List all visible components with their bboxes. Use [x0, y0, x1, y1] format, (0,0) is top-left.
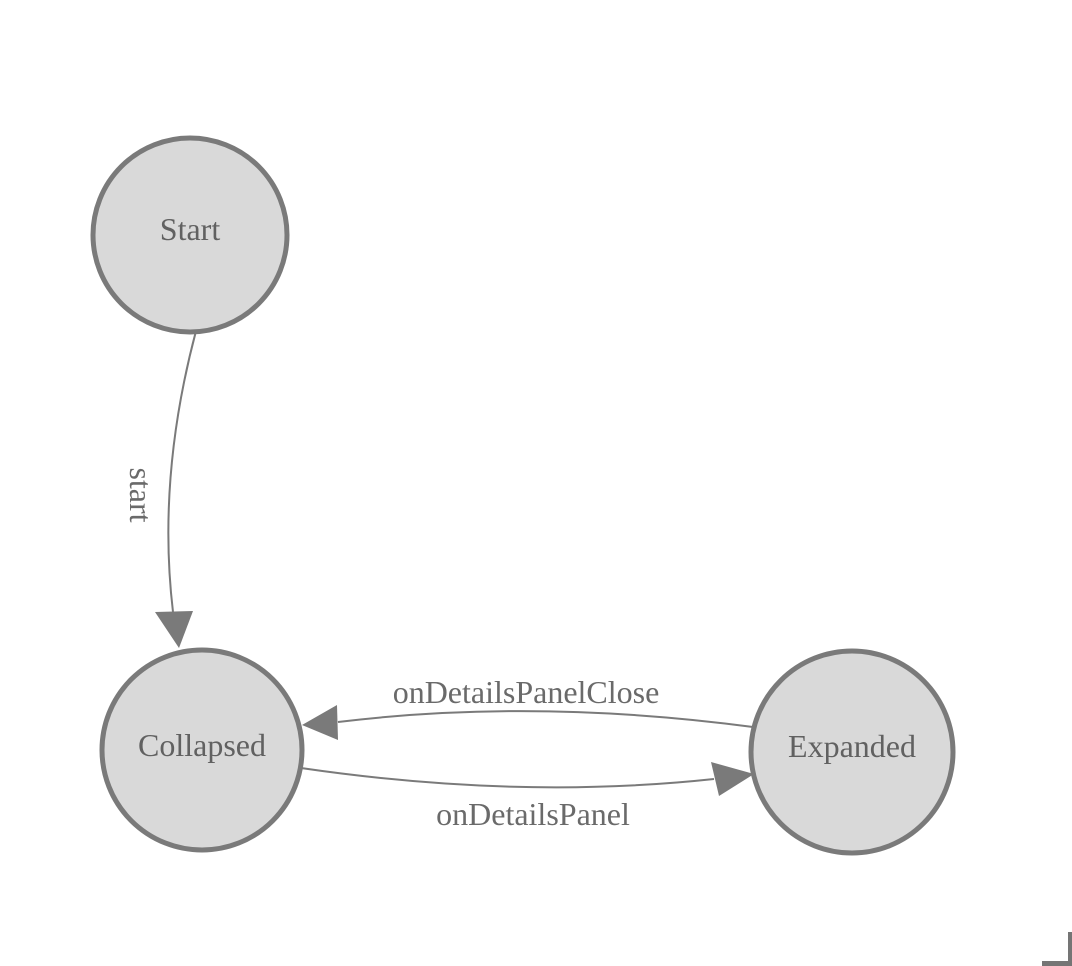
transition-edge — [300, 767, 715, 789]
state-label-start: Start — [160, 211, 221, 247]
transition-label-start: start — [123, 467, 159, 522]
state-node-start: Start — [90, 135, 290, 335]
state-circle — [99, 647, 305, 853]
state-circle — [90, 135, 290, 335]
state-node-expanded: Expanded — [748, 648, 956, 856]
transition-edge — [337, 710, 754, 728]
state-node-collapsed: Collapsed — [99, 647, 305, 853]
transition-collapsed-to-expanded: onDetailsPanel — [300, 762, 754, 832]
state-label-expanded: Expanded — [788, 728, 916, 764]
state-circle — [748, 648, 956, 856]
transition-start-to-collapsed: start — [123, 330, 197, 648]
scroll-corner-bracket — [1042, 932, 1072, 966]
corner-vertical-bar — [1068, 932, 1072, 966]
transition-edge — [167, 330, 197, 613]
arrowhead-down-icon — [155, 611, 193, 648]
transition-label-ondetailspanelclose: onDetailsPanelClose — [393, 674, 660, 710]
state-label-collapsed: Collapsed — [138, 727, 266, 763]
transition-expanded-to-collapsed: onDetailsPanelClose — [302, 674, 754, 740]
arrowhead-right-icon — [711, 762, 754, 796]
corner-horizontal-bar — [1042, 961, 1072, 966]
arrowhead-left-icon — [302, 705, 338, 740]
transition-label-ondetailspanel: onDetailsPanel — [436, 796, 630, 832]
